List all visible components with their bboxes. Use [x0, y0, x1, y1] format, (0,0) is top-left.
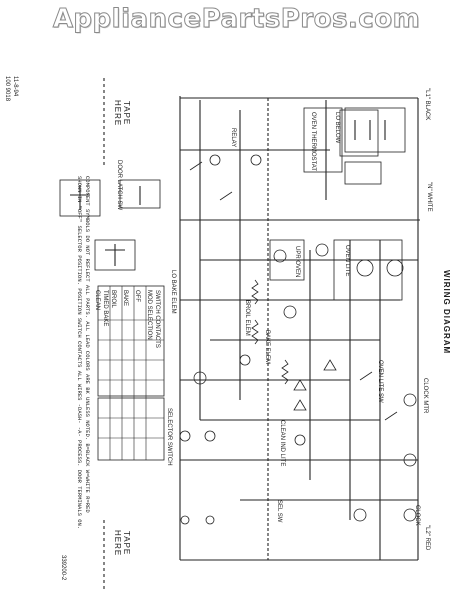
- upr-oven-label: UPR OVEN: [294, 246, 300, 278]
- diagram-title: WIRING DIAGRAM: [442, 270, 451, 355]
- selector-switch-label: SELECTOR SWITCH: [166, 408, 172, 466]
- thermostat-label: OVEN THERMOSTAT: [310, 112, 316, 172]
- selector-row-4: TIMED BAKE: [102, 290, 108, 327]
- oven-lite-label: OVEN LITE: [344, 245, 350, 277]
- date-label: 11-8-94: [12, 76, 18, 97]
- selector-table-header: SWITCH CONTACTS: [154, 290, 160, 348]
- tape-here-top: TAPE HERE: [113, 100, 131, 127]
- l1-black-label: "L1" BLACK: [424, 88, 430, 121]
- broil-elem-label: BROIL ELEM: [244, 300, 250, 336]
- selector-row-2: BAKE: [122, 290, 128, 307]
- lo-bake-elem-label: LO BAKE ELEM: [170, 270, 176, 314]
- part-number: 339200-2: [60, 555, 66, 581]
- doc-number: 100 9018: [4, 76, 10, 102]
- bake-elem-label: BAKE ELEM: [264, 330, 270, 365]
- neutral-white-label: "N" WHITE: [426, 182, 432, 212]
- selector-row-0: MOD SELECTION: [146, 290, 152, 340]
- notes-line-2: SHOWN IN "OFF" SELECTOR POSITION. POSITI…: [76, 176, 83, 530]
- l2-red-label: "L2" RED: [424, 525, 430, 551]
- oven-lite-sw-label: OVEN LITE SW: [377, 360, 383, 403]
- tape-here-bottom: TAPE HERE: [113, 530, 131, 557]
- selector-row-5: CLEAN: [94, 290, 100, 311]
- relay-label: RELAY: [230, 128, 236, 148]
- lo-below-label: LO BELOW: [334, 112, 340, 144]
- sel-sw-label: SEL SW: [276, 500, 282, 523]
- clean-ind-label: CLEAN IND LITE: [279, 420, 285, 467]
- notes-line-1: COMPONENT SYMBOLS DO NOT REFLECT ALL PAR…: [84, 176, 91, 513]
- clock-label: CLOCK: [414, 505, 420, 526]
- door-latch-label: DOOR LATCH SW: [116, 160, 122, 211]
- selector-row-3: BROIL: [110, 290, 116, 309]
- clock-motor-label: CLOCK MTR: [422, 378, 428, 414]
- selector-row-1: OFF: [134, 290, 140, 302]
